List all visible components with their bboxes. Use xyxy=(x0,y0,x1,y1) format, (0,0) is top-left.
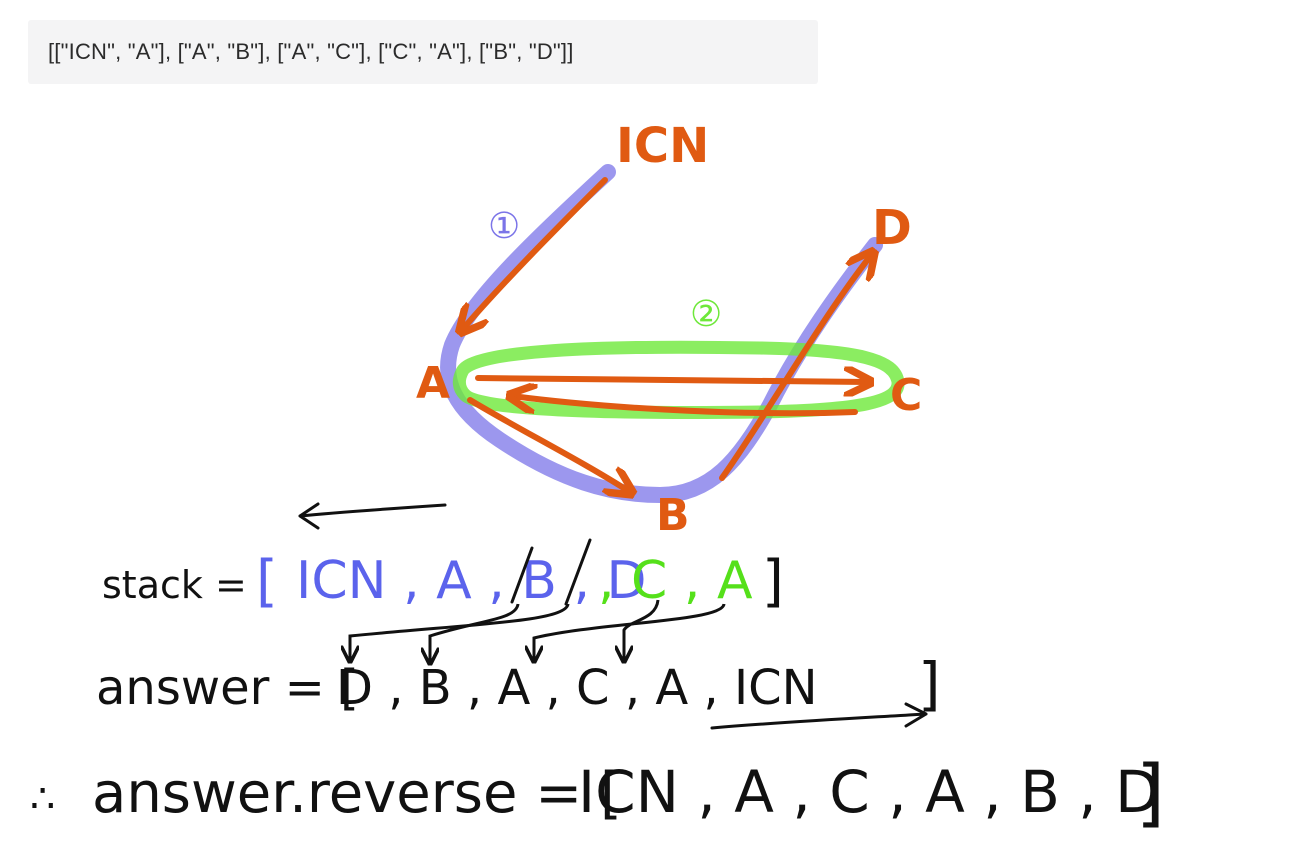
arrow-a-to-answer xyxy=(534,603,726,660)
right-direction-arrow xyxy=(710,702,928,730)
arrow-c-to-answer xyxy=(624,599,660,660)
node-b: B xyxy=(656,490,690,541)
therefore-symbol: ∴ xyxy=(30,776,55,822)
edge-icn-to-a xyxy=(462,177,608,330)
edge-a-to-b xyxy=(467,397,630,492)
input-code-block: [["ICN", "A"], ["A", "B"], ["A", "C"], [… xyxy=(28,20,818,84)
node-icn: ICN xyxy=(616,118,709,174)
reverse-label: answer.reverse = [ xyxy=(92,761,622,826)
reverse-close-bracket: ] xyxy=(1136,750,1165,836)
node-c: C xyxy=(890,370,922,421)
step-2-marker: ② xyxy=(690,294,722,335)
answer-close-bracket: ] xyxy=(918,650,941,718)
arrow-d-to-answer xyxy=(350,603,570,660)
reverse-items: ICN , A , C , A , B , D xyxy=(578,758,1160,826)
stack-green-items: , C , A xyxy=(598,551,753,611)
node-d: D xyxy=(872,200,912,256)
left-direction-arrow xyxy=(298,502,447,530)
strike-b xyxy=(510,546,534,604)
stack-close-bracket: ] xyxy=(762,549,784,614)
stack-label: stack = xyxy=(102,563,247,607)
edge-b-to-d xyxy=(719,254,872,481)
stack-open-bracket: [ xyxy=(256,549,278,614)
arrow-b-to-answer xyxy=(430,603,520,662)
step-1-marker: ① xyxy=(488,206,520,247)
stack-blue-items: ICN , A , B , D xyxy=(296,551,647,611)
strike-d xyxy=(564,538,592,606)
node-a: A xyxy=(416,358,450,409)
edge-c-to-a xyxy=(512,396,858,417)
answer-label: answer = [ xyxy=(96,660,359,716)
edge-a-to-c xyxy=(475,378,868,382)
answer-items: D , B , A , C , A , ICN xyxy=(336,660,818,716)
